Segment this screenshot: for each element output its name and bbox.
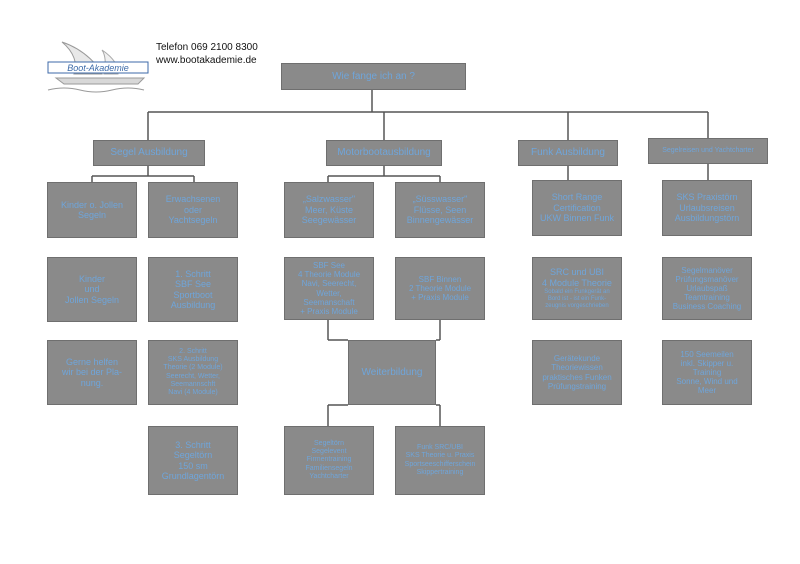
wave-icon xyxy=(47,87,145,93)
category-segel-ausbildung[interactable]: Segel Ausbildung xyxy=(93,140,205,166)
node-short-range-certification[interactable]: Short Range Certification UKW Binnen Fun… xyxy=(532,180,622,236)
logo-text: Boot-Akademie xyxy=(67,63,129,73)
website-url[interactable]: www.bootakademie.de xyxy=(156,55,257,66)
hull-icon xyxy=(54,77,146,85)
node-salzwasser[interactable]: „Salzwasser" Meer, Küste Seegewässer xyxy=(284,182,374,238)
node-funk-src-ubi[interactable]: Funk SRC/UBI SKS Theorie u. Praxis Sport… xyxy=(395,426,485,495)
node-kinder-jollen-segeln[interactable]: Kinder o. Jollen Segeln xyxy=(47,182,137,238)
node-schritt-3-segeltoern[interactable]: 3. Schritt Segeltörn 150 sm Grundlagentö… xyxy=(148,426,238,495)
root-question[interactable]: Wie fange ich an ? xyxy=(281,63,466,90)
category-motorbootausbildung[interactable]: Motorbootausbildung xyxy=(326,140,442,166)
src-ubi-note: Sobald ein Funkgerät an Bord ist - ist e… xyxy=(544,289,610,309)
node-sbf-see[interactable]: SBF See 4 Theorie Module Navi, Seerecht,… xyxy=(284,257,374,320)
node-gerne-helfen[interactable]: Gerne helfen wir bei der Pla- nung. xyxy=(47,340,137,405)
node-geraetekunde[interactable]: Gerätekunde Theoriewissen praktisches Fu… xyxy=(532,340,622,405)
boot-akademie-logo: Boot-Akademie xyxy=(47,41,149,93)
src-ubi-title: SRC und UBI 4 Module Theorie xyxy=(542,267,612,288)
node-kinder-und-jollen[interactable]: Kinder und Jollen Segeln xyxy=(47,257,137,322)
node-150-seemeilen[interactable]: 150 Seemeilen inkl. Skipper u. Training … xyxy=(662,340,752,405)
node-segeltoern-events[interactable]: Segeltörn Segelevent Firmentraining Fami… xyxy=(284,426,374,495)
category-segelreisen-yachtcharter[interactable]: Segelreisen und Yachtcharter xyxy=(648,138,768,164)
logo-banner xyxy=(47,61,149,74)
node-src-und-ubi[interactable]: SRC und UBI 4 Module Theorie Sobald ein … xyxy=(532,257,622,320)
category-funk-ausbildung[interactable]: Funk Ausbildung xyxy=(518,140,618,166)
node-suesswasser[interactable]: „Süsswasser" Flüsse, Seen Binnengewässer xyxy=(395,182,485,238)
phone-number: Telefon 069 2100 8300 xyxy=(156,42,258,53)
node-segelmanoever[interactable]: Segelmanöver Prüfungsmanöver Urlaubspaß … xyxy=(662,257,752,320)
node-erwachsenen-yachtsegeln[interactable]: Erwachsenen oder Yachtsegeln xyxy=(148,182,238,238)
node-sks-praxistoern[interactable]: SKS Praxistörn Urlaubsreisen Ausbildungs… xyxy=(662,180,752,236)
node-schritt-2-sks[interactable]: 2. Schritt SKS Ausbildung Theorie (2 Mod… xyxy=(148,340,238,405)
node-sbf-binnen[interactable]: SBF Binnen 2 Theorie Module + Praxis Mod… xyxy=(395,257,485,320)
node-weiterbildung[interactable]: Weiterbildung xyxy=(348,340,436,405)
node-schritt-1-sbf-see[interactable]: 1. Schritt SBF See Sportboot Ausbildung xyxy=(148,257,238,322)
